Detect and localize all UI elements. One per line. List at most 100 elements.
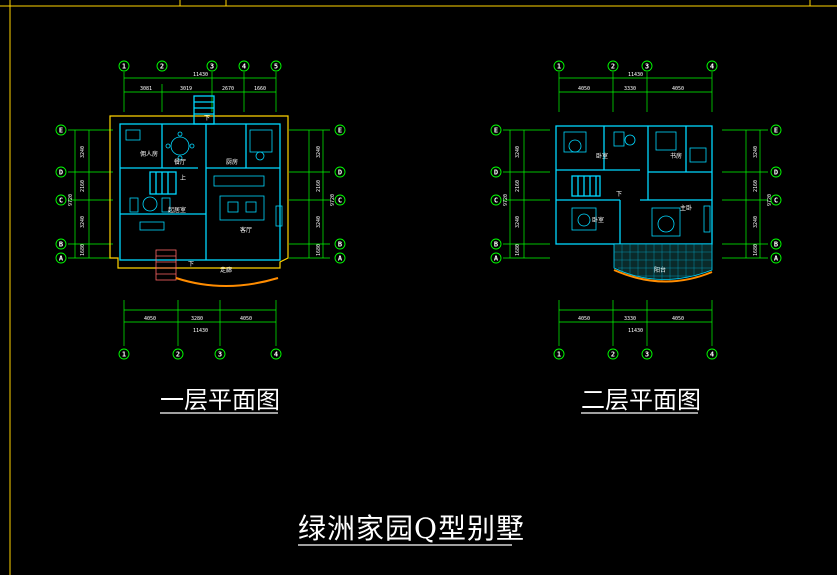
plan1-bottom-axis-2-circle [172,348,184,360]
plan2-bottom-dim-3: 4050 [672,316,684,322]
plan1-top-axis-1-label: 1 [122,63,126,71]
plan2-bottom-axis-4-circle [706,348,718,360]
plan1-terrace-arc [175,277,279,287]
plan1-bottom-dim-3: 4050 [240,316,252,322]
plan2-right-axis-C-circle [770,194,782,206]
plan2-left-dims: 3240 2160 3240 1680 9720 [503,146,521,256]
plan1-bottom-axis-4-label: 4 [274,351,278,359]
plan2-top-dim-3: 4050 [672,86,684,92]
plan2-bottom-axis-2-label: 2 [611,351,615,359]
plan1-entry-steps [155,249,177,281]
plan2-left-axis-A-label: A [494,255,499,263]
plan1-room-kitchen: 厨房 [226,158,238,166]
plan1-left-axis-E-circle [55,124,67,136]
plan1-right-dims: 3240 2160 3240 1680 9720 [316,146,336,256]
plan2-left-axis-B-label: B [494,241,498,249]
plan2-bottom-axis-bubbles: 1 2 3 4 [553,348,718,360]
plan1-top-dim-1: 3081 [140,86,152,92]
plan1-top-axis-bubbles: 1 2 3 4 5 [118,60,282,72]
plan1-left-axis-E-label: E [59,127,63,135]
plan2-right-axis-D-circle [770,166,782,178]
plan2-right-axis-E-label: E [774,127,778,135]
svg-text:1680: 1680 [80,244,86,256]
plan2-bottom-axis-4-label: 4 [710,351,714,359]
plan1-walls [119,95,281,261]
svg-text:3240: 3240 [80,216,86,228]
second-floor-plan: 1 2 3 4 [490,60,782,360]
svg-text:1680: 1680 [316,244,322,256]
plan1-step-down: 下 [188,261,194,268]
plan1-exterior-outline [109,115,289,269]
plan1-left-axis-D-label: D [59,169,63,177]
plan1-top-axis-2-label: 2 [160,63,164,71]
plan1-right-axis-B-label: B [338,241,342,249]
plan2-room-study: 书房 [670,152,682,160]
svg-text:3240: 3240 [515,146,521,158]
plan2-bottom-total: 11430 [628,328,643,334]
plan2-top-dim-2: 3330 [624,86,636,92]
svg-text:1680: 1680 [753,244,759,256]
plan1-left-dims: 3240 2160 3240 1680 9720 [68,146,86,256]
plan2-top-axis-3-circle [641,60,653,72]
plan1-bottom-axis-3-circle [214,348,226,360]
plan1-left-axis-A-circle [55,252,67,264]
plan2-bottom-axis-1-label: 1 [557,351,561,359]
plan1-top-axis-5-label: 5 [274,63,278,71]
plan1-left-axis-B-label: B [59,241,63,249]
plan1-left-axis-A-label: A [59,255,64,263]
plan2-top-axis-4-label: 4 [710,63,714,71]
plan1-right-axis-C-label: C [338,197,342,205]
plan1-room-living: 客厅 [240,226,252,234]
plan2-dimension-lines [503,72,768,346]
plan2-right-axis-B-label: B [774,241,778,249]
plan1-room-servant: 佣人房 [140,150,158,158]
plan2-left-axis-D-label: D [494,169,498,177]
plan1-room-family: 起居室 [168,206,186,214]
plan2-bottom-dim-1: 4050 [578,316,590,322]
plan2-right-axis-A-label: A [774,255,779,263]
plan1-stair-up: 上 [180,174,186,182]
plan1-right-axis-C-circle [334,194,346,206]
plan2-bottom-axis-3-label: 3 [645,351,649,359]
plan1-dimension-lines [68,72,330,346]
plan1-left-axis-D-circle [55,166,67,178]
plan1-top-axis-3-circle [206,60,218,72]
plan2-top-axis-2-circle [607,60,619,72]
plan1-top-dim-4: 1660 [254,86,266,92]
plan1-stair-down: 下 [204,115,210,122]
plan2-left-axis-E-circle [490,124,502,136]
plan2-top-axis-4-circle [706,60,718,72]
plan2-furniture [563,131,711,237]
plan2-right-axis-A-circle [770,252,782,264]
plan2-left-axis-C-label: C [494,197,498,205]
plan1-top-total: 11430 [193,72,208,78]
plan2-title: 二层平面图 [581,386,701,414]
plan1-right-axis-E-label: E [338,127,342,135]
plan1-left-axis-bubbles: E D C BA [55,124,67,264]
svg-text:3240: 3240 [753,216,759,228]
plan1-right-axis-E-circle [334,124,346,136]
plan1-top-axis-5-circle [270,60,282,72]
plan1-bottom-dim-1: 4050 [144,316,156,322]
svg-text:1680: 1680 [515,244,521,256]
plan1-bottom-axis-2-label: 2 [176,351,180,359]
plan1-top-axis-4-label: 4 [242,63,246,71]
plan2-room-bedroom-2: 卧室 [592,216,604,224]
plan1-right-axis-D-circle [334,166,346,178]
svg-text:2160: 2160 [515,180,521,192]
plan1-right-axis-A-circle [334,252,346,264]
plan2-left-axis-E-label: E [494,127,498,135]
plan2-right-axis-E-circle [770,124,782,136]
plan1-top-axis-4-circle [238,60,250,72]
plan1-left-axis-C-label: C [59,197,63,205]
plan1-top-axis-3-label: 3 [210,63,214,71]
svg-text:3240: 3240 [80,146,86,158]
plan2-right-axis-C-label: C [774,197,778,205]
plan2-walls [555,125,713,245]
